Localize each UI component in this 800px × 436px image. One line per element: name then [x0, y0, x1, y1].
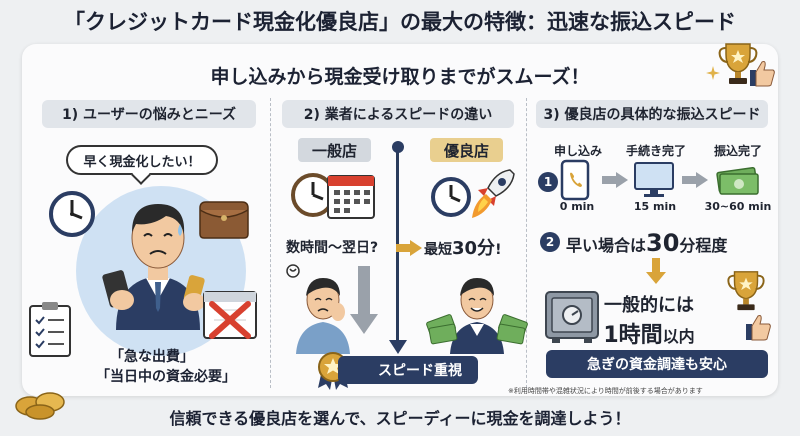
premium-time-prefix: 最短 — [424, 242, 452, 258]
speech-bubble-text: 早く現金化したい！ — [83, 154, 201, 170]
page-title: 「クレジットカード現金化優良店」の最大の特徴：迅速な振込スピード — [64, 10, 736, 34]
arrow-right-icon — [396, 240, 422, 256]
wallet-icon — [199, 201, 249, 239]
premium-shop-time: 最短30分! — [424, 234, 501, 260]
thumbs-up-icon — [746, 315, 771, 341]
footnote: ※利用時間帯や混雑状況により時間が前後する場合があります — [508, 387, 703, 395]
clock-icon — [431, 177, 471, 217]
premium-shop-label: 優良店 — [430, 138, 504, 162]
general-shop-time: 数時間〜翌日? — [286, 240, 379, 256]
step-time-transfer-done: 30~60 min — [704, 200, 772, 213]
arrow-right-icon — [682, 172, 708, 188]
step-label-transfer-done: 振込完了 — [713, 144, 762, 158]
arrow-down-icon — [646, 258, 666, 284]
calendar-icon — [327, 175, 375, 219]
step-label-procedure-done: 手続き完了 — [625, 144, 686, 158]
trophy-icon — [718, 43, 758, 84]
frustration-icon — [286, 264, 300, 278]
safe-icon — [545, 291, 599, 343]
step-number-2: 2 — [540, 232, 560, 252]
column-divider — [526, 98, 527, 388]
worried-businessman-illustration — [102, 204, 205, 330]
general-suffix: 以内 — [662, 327, 695, 346]
fast-suffix: 分程度 — [679, 236, 728, 255]
happy-businessman-illustration — [426, 278, 528, 354]
general-case-text: 一般的には 1時間以内 — [584, 291, 714, 349]
checklist-icon — [29, 302, 71, 357]
thumbs-up-icon — [750, 61, 775, 87]
rocket-icon — [472, 169, 515, 218]
quote-sudden-expense: 「急な出費」 — [110, 349, 194, 365]
speech-bubble: 早く現金化したい！ — [66, 145, 218, 175]
arrow-down-icon — [350, 266, 378, 334]
step-time-apply: 0 min — [559, 200, 595, 213]
column-divider — [270, 98, 271, 388]
phone-icon — [560, 159, 590, 201]
column-header-needs: 1) ユーザーの悩みとニーズ — [42, 100, 256, 128]
worried-person-illustration — [296, 278, 350, 354]
footer-message: 信頼できる優良店を選んで、スピーディーに現金を調達しよう！ — [169, 409, 631, 428]
column-header-transfer-speed: 3) 優良店の具体的な振込スピード — [536, 100, 768, 128]
monitor-icon — [634, 162, 674, 197]
premium-time-value: 30分 — [452, 238, 496, 259]
fast-value: 30 — [646, 229, 680, 257]
timeline-arrow — [389, 340, 407, 354]
trophy-icon — [727, 271, 765, 311]
arrow-right-icon — [602, 172, 628, 188]
coin-icon — [15, 392, 65, 420]
premium-time-suffix: ! — [495, 242, 502, 258]
step-number-1: 1 — [538, 172, 558, 192]
fastest-case-text: 早い場合は30分程度 — [566, 229, 727, 257]
subtitle: 申し込みから現金受け取りまでがスムーズ！ — [210, 66, 590, 88]
quote-same-day-funds: 「当日中の資金必要」 — [96, 369, 236, 385]
relief-banner: 急ぎの資金調達も安心 — [546, 350, 768, 378]
calendar-cross-icon — [203, 291, 257, 339]
speed-priority-badge: スピード重視 — [338, 356, 478, 384]
fast-prefix: 早い場合は — [566, 236, 647, 255]
step-label-apply: 申し込み — [553, 144, 602, 158]
step-time-procedure-done: 15 min — [633, 200, 677, 213]
general-shop-label: 一般店 — [298, 138, 372, 162]
timeline-dot — [392, 141, 404, 153]
sparkle-icon — [706, 66, 720, 80]
cash-icon — [716, 166, 759, 195]
column-header-speed-difference: 2) 業者によるスピードの違い — [282, 100, 514, 128]
general-line1: 一般的には — [604, 295, 694, 316]
general-value: 1時間 — [603, 323, 663, 348]
clock-icon — [49, 191, 95, 237]
